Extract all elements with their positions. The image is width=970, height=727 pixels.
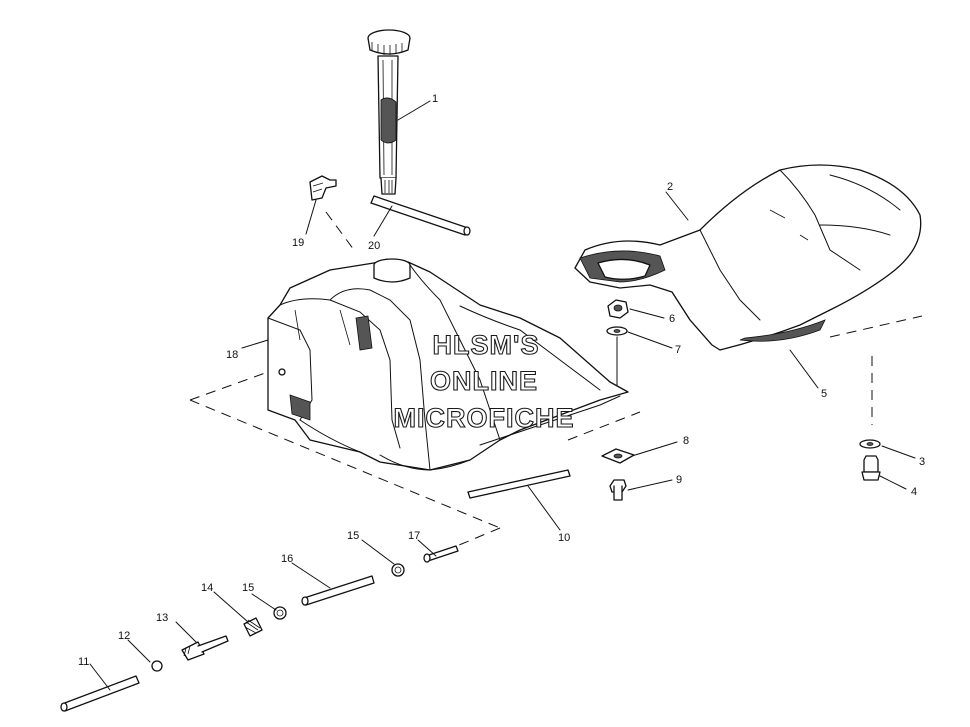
watermark-line-3: MICROFICHE [394, 403, 575, 433]
callout-4: 4 [911, 486, 917, 498]
fuel-gauge-sender-icon [367, 29, 411, 195]
bolt-icon [609, 479, 627, 501]
spring-icon [243, 617, 263, 637]
pin-icon [423, 545, 459, 563]
leader-lines [89, 100, 916, 691]
hose-icon [370, 195, 471, 236]
long-rod-icon [60, 675, 140, 712]
valve-icon [181, 635, 229, 661]
callout-18: 18 [226, 349, 238, 361]
cap-icon [151, 660, 163, 672]
clip-plate-icon [601, 448, 635, 464]
callout-6: 6 [669, 313, 675, 325]
callout-17: 17 [408, 530, 420, 542]
callout-13: 13 [156, 612, 168, 624]
callout-20: 20 [368, 240, 380, 252]
callout-10: 10 [558, 532, 570, 544]
bolt-right-icon [861, 455, 881, 481]
callout-8: 8 [683, 435, 689, 447]
rod-icon [301, 575, 375, 606]
bushing-upper-icon [391, 563, 405, 577]
watermark: HLSM'S ONLINE MICROFICHE [393, 329, 575, 433]
washer-right-icon [859, 439, 881, 449]
callout-15-upper: 15 [347, 530, 359, 542]
callout-5: 5 [821, 388, 827, 400]
callout-labels: 1 2 3 4 5 6 7 8 9 10 11 12 13 14 15 15 1… [78, 93, 925, 668]
watermark-line-2: ONLINE [430, 366, 538, 396]
callout-1: 1 [432, 93, 438, 105]
callout-12: 12 [118, 630, 130, 642]
callout-11: 11 [78, 656, 89, 668]
callout-19: 19 [292, 237, 304, 249]
fuel-tank-icon [267, 258, 629, 471]
bushing-lower-icon [273, 606, 287, 620]
seat-icon [574, 164, 922, 351]
strap-icon [467, 469, 571, 499]
callout-14: 14 [201, 582, 213, 594]
callout-7: 7 [675, 344, 681, 356]
callout-2: 2 [667, 181, 673, 193]
elbow-fitting-icon [309, 175, 337, 201]
callout-3: 3 [919, 456, 925, 468]
watermark-line-1: HLSM'S [433, 330, 540, 360]
callout-15-lower: 15 [242, 582, 254, 594]
callout-16: 16 [281, 553, 293, 565]
nut-icon [607, 299, 629, 319]
callout-9: 9 [676, 474, 682, 486]
washer-icon [606, 326, 628, 386]
